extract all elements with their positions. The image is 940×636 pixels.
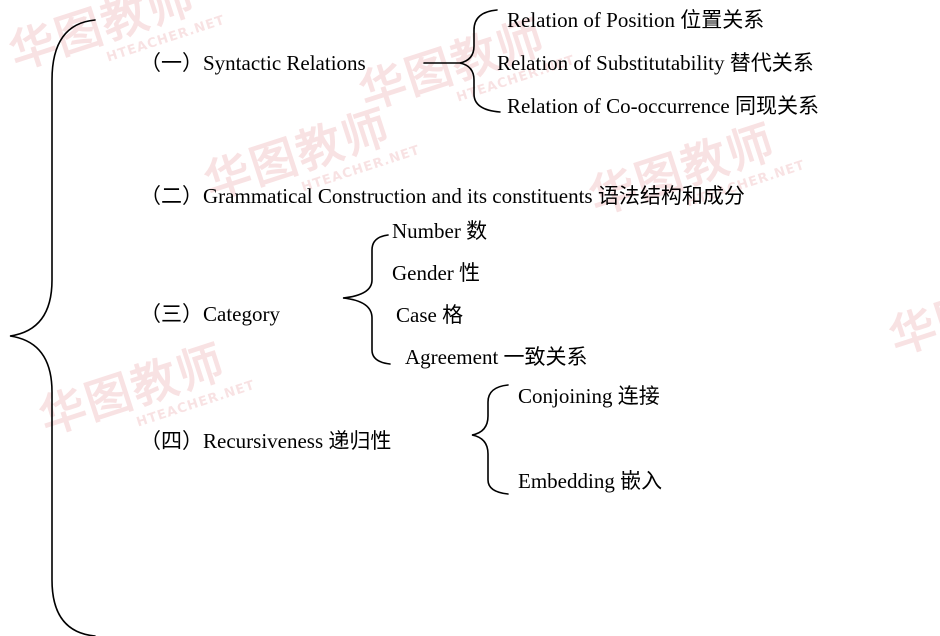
section-recursiveness: （四）Recursiveness 递归性 — [140, 429, 392, 453]
item-relation-of-co-occurrence: Relation of Co-occurrence 同现关系 — [507, 94, 819, 118]
brace-category — [342, 234, 391, 365]
item-embedding: Embedding 嵌入 — [518, 469, 663, 493]
section-syntactic-relations: （一）Syntactic Relations — [140, 51, 366, 75]
outer-brace — [9, 19, 96, 636]
item-relation-of-substitutability: Relation of Substitutability 替代关系 — [497, 51, 814, 75]
item-conjoining: Conjoining 连接 — [518, 384, 660, 408]
section-category: （三）Category — [140, 302, 280, 326]
item-case: Case 格 — [396, 303, 464, 327]
brace-recursiveness — [471, 384, 509, 495]
section-grammatical-construction: （二）Grammatical Construction and its cons… — [140, 184, 745, 208]
brace-syntactic-relations — [459, 9, 501, 113]
item-agreement: Agreement 一致关系 — [405, 345, 588, 369]
item-number: Number 数 — [392, 219, 488, 243]
item-relation-of-position: Relation of Position 位置关系 — [507, 8, 765, 32]
item-gender: Gender 性 — [392, 261, 481, 285]
